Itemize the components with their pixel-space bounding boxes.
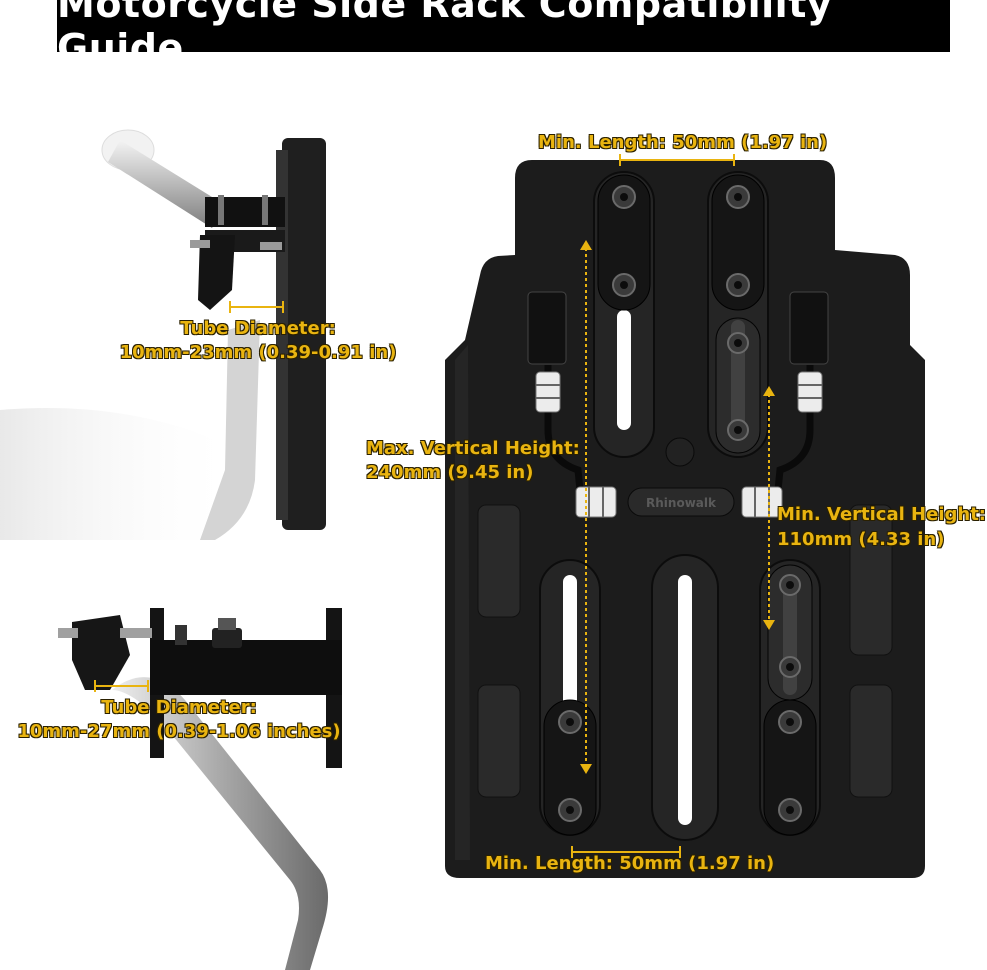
min-length-top-label: Min. Length: 50mm (1.97 in) bbox=[538, 132, 828, 153]
min-vertical-height-value: 110mm (4.33 in) bbox=[777, 529, 945, 550]
top-clamp-photo bbox=[0, 129, 326, 540]
max-vertical-height-value: 240mm (9.45 in) bbox=[366, 462, 534, 483]
page-title: Motorcycle Side Rack Compatibility Guide bbox=[57, 0, 950, 70]
tube-diameter-top-value: 10mm-23mm (0.39-0.91 in) bbox=[119, 342, 397, 363]
max-vertical-height-label: Max. Vertical Height: bbox=[366, 438, 580, 459]
bottom-clamp-photo bbox=[58, 608, 342, 970]
tube-diameter-bottom-value: 10mm-27mm (0.39-1.06 inches) bbox=[17, 721, 341, 742]
brand-logo: Rhinowalk bbox=[646, 496, 717, 510]
mounting-plate bbox=[445, 160, 925, 878]
tube-diameter-top-label: Tube Diameter: bbox=[180, 318, 336, 339]
min-vertical-height-label: Min. Vertical Height: bbox=[777, 504, 987, 525]
measurement-lines bbox=[571, 154, 775, 858]
min-length-bottom-label: Min. Length: 50mm (1.97 in) bbox=[485, 853, 775, 874]
tube-diameter-bottom-label: Tube Diameter: bbox=[101, 697, 257, 718]
